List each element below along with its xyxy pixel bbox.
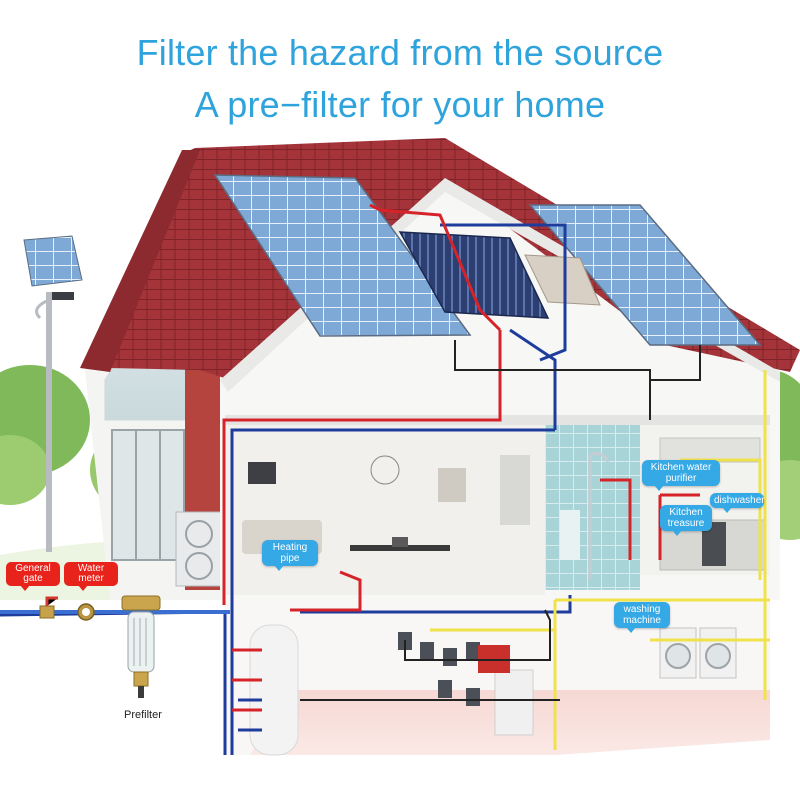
washing-machines xyxy=(659,627,737,679)
inlet-pipeline xyxy=(0,596,230,621)
control-cables xyxy=(300,340,701,701)
prefilter-device xyxy=(121,595,161,698)
heating-pipe-label: Heating pipe xyxy=(262,540,318,571)
kitchen-water-purifier-label: Kitchen water purifier xyxy=(642,460,720,491)
street-lamp xyxy=(23,235,83,552)
power-lines xyxy=(430,370,770,750)
headline-line-2: A pre−filter for your home xyxy=(194,84,606,125)
glass-door xyxy=(111,429,185,561)
kitchen-treasure-label: Kitchen treasure xyxy=(660,505,712,536)
basement-floor-left xyxy=(250,690,555,755)
shower xyxy=(560,452,610,580)
heat-pump-unit xyxy=(175,511,223,587)
living-room xyxy=(225,425,545,595)
solar-panel-array-1 xyxy=(213,174,472,337)
prefilter-label: Prefilter xyxy=(124,709,162,721)
general-gate-label: General gate xyxy=(6,562,60,591)
washing-machine-label: washing machine xyxy=(614,602,670,633)
water-meter-label: Water meter xyxy=(64,562,118,591)
skylight xyxy=(524,254,601,306)
roof-edge xyxy=(80,150,200,372)
solar-panel-array-2 xyxy=(528,204,762,346)
control-boxes xyxy=(398,632,510,706)
basement-floor-right xyxy=(555,690,770,755)
headline-line-1: Filter the hazard from the source xyxy=(136,32,664,73)
solar-water-heater xyxy=(398,231,550,319)
boiler xyxy=(494,669,534,736)
bathroom xyxy=(545,425,640,590)
dishwasher-label: dishwasher xyxy=(710,493,765,513)
water-tank xyxy=(249,624,299,756)
